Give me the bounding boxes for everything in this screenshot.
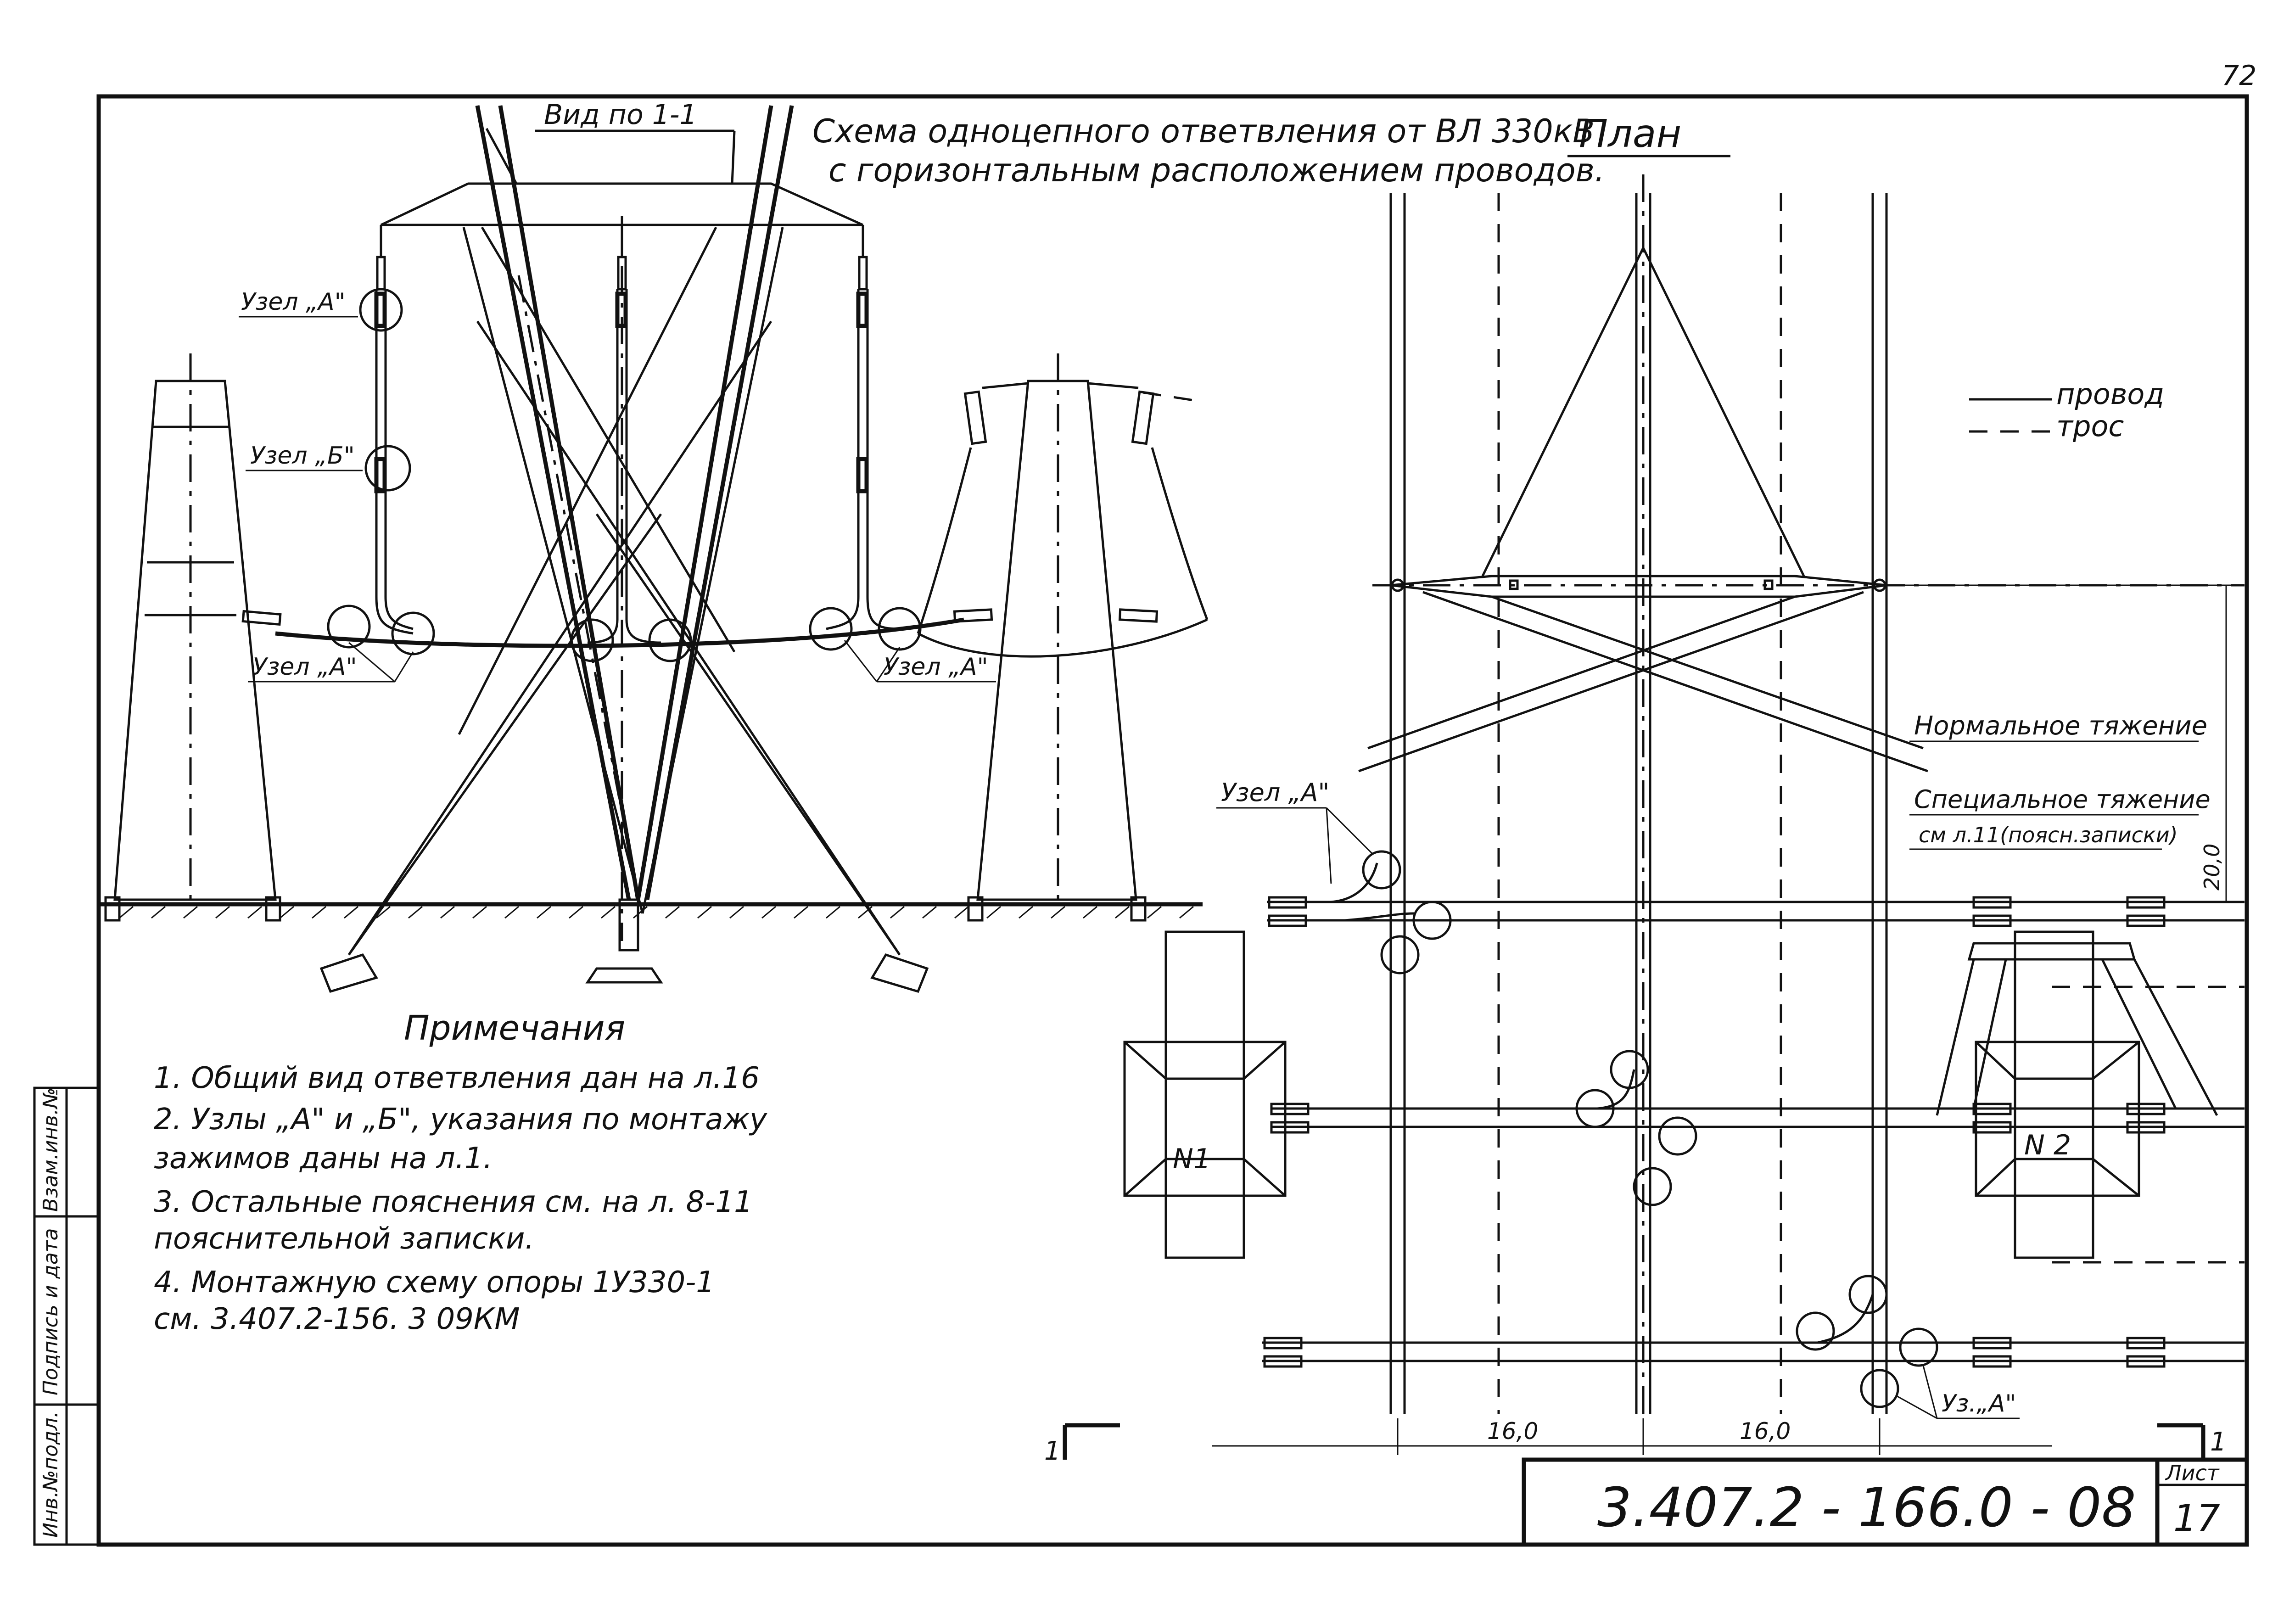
- page-number: 72: [2222, 60, 2256, 92]
- note-line-7: см. 3.407.2-156. 3 09КМ: [154, 1302, 520, 1336]
- note-line-6: 4. Монтажную схему опоры 1У330-1: [154, 1266, 715, 1299]
- dim-20-value: 20,0: [2200, 844, 2224, 890]
- plan-branch-phases: [1262, 850, 2245, 1408]
- note-line-5: пояснительной записки.: [154, 1222, 534, 1256]
- label-special-note: см л.11(поясн.записки): [1919, 823, 2178, 847]
- dim-16-b: 16,0: [1740, 1418, 1791, 1445]
- tower-n2-label: N 2: [2024, 1129, 2071, 1161]
- section-mark-right: 1: [2210, 1427, 2227, 1457]
- note-line-1: 1. Общий вид ответвления дан на л.16: [154, 1061, 760, 1095]
- title-block: 3.407.2 - 166.0 - 08 Лист 17: [1522, 1457, 2249, 1547]
- side-stamp: Инв.№подл. Подпись и дата Взам.инв.№: [33, 1086, 100, 1546]
- plan-main-tower: [1358, 247, 2245, 773]
- plan-title: План: [1579, 111, 1681, 156]
- scheme-title-line1: Схема одноцепного ответвления от ВЛ 330к…: [812, 112, 1595, 150]
- note-line-4: 3. Остальные пояснения см. на л. 8-11: [154, 1185, 753, 1219]
- left-tower: [104, 353, 281, 922]
- section-mark-left: 1: [1044, 1423, 1120, 1466]
- plan-view: План провод трос: [1123, 111, 2245, 1460]
- dim-20: [1886, 584, 2235, 902]
- ground-hatch: [119, 906, 1194, 919]
- notes-block: Примечания 1. Общий вид ответвления дан …: [154, 1008, 767, 1336]
- view-1-1: Вид по 1-1: [99, 99, 1209, 993]
- legend-cable: трос: [2056, 409, 2124, 443]
- plan-tower-n1: [1123, 930, 1287, 1259]
- node-b-mark: [374, 457, 387, 493]
- scheme-title-line2: с горизонтальным расположением проводов.: [828, 151, 1605, 189]
- note-line-2: 2. Узлы „А" и „Б", указания по монтажу: [154, 1103, 767, 1137]
- label-node-b: Узел „Б": [250, 442, 355, 470]
- tower-n1-label: N1: [1173, 1143, 1211, 1175]
- label-node-a-short: Уз.„А": [1942, 1390, 2016, 1417]
- stamp-inv-orig: Инв.№подл.: [39, 1411, 62, 1538]
- note-line-3: зажимов даны на л.1.: [154, 1142, 493, 1176]
- drawing-code: 3.407.2 - 166.0 - 08: [1597, 1476, 2136, 1539]
- stamp-sign-date: Подпись и дата: [39, 1228, 62, 1395]
- node-a-mark-1: [374, 291, 387, 328]
- notes-title: Примечания: [404, 1008, 625, 1048]
- stamp-replace-inv: Взам.инв.№: [39, 1087, 62, 1212]
- label-normal-tension: Нормальное тяжение: [1914, 711, 2207, 741]
- sheet-number: 17: [2173, 1497, 2220, 1540]
- right-tower: [917, 353, 1209, 922]
- label-node-a-2: Узел „А": [252, 653, 357, 681]
- label-node-a-1: Узел „А": [241, 288, 346, 316]
- legend-wire: провод: [2056, 377, 2164, 411]
- label-special-tension: Специальное тяжение: [1914, 785, 2211, 814]
- dim-16-a: 16,0: [1487, 1418, 1538, 1445]
- phase-conductors: [241, 225, 1159, 662]
- sheet-frame: [96, 94, 2249, 1547]
- view-title: Вид по 1-1: [544, 99, 697, 131]
- sheet-label: Лист: [2165, 1461, 2220, 1485]
- svg-text:1: 1: [1044, 1436, 1061, 1466]
- dim-16: [1212, 1418, 2052, 1455]
- plan-tower-n2: [1936, 930, 2245, 1264]
- label-node-a-plan: Узел „А": [1221, 778, 1329, 807]
- portal-tower: [319, 105, 929, 993]
- label-node-a-3: Узел „А": [884, 653, 988, 681]
